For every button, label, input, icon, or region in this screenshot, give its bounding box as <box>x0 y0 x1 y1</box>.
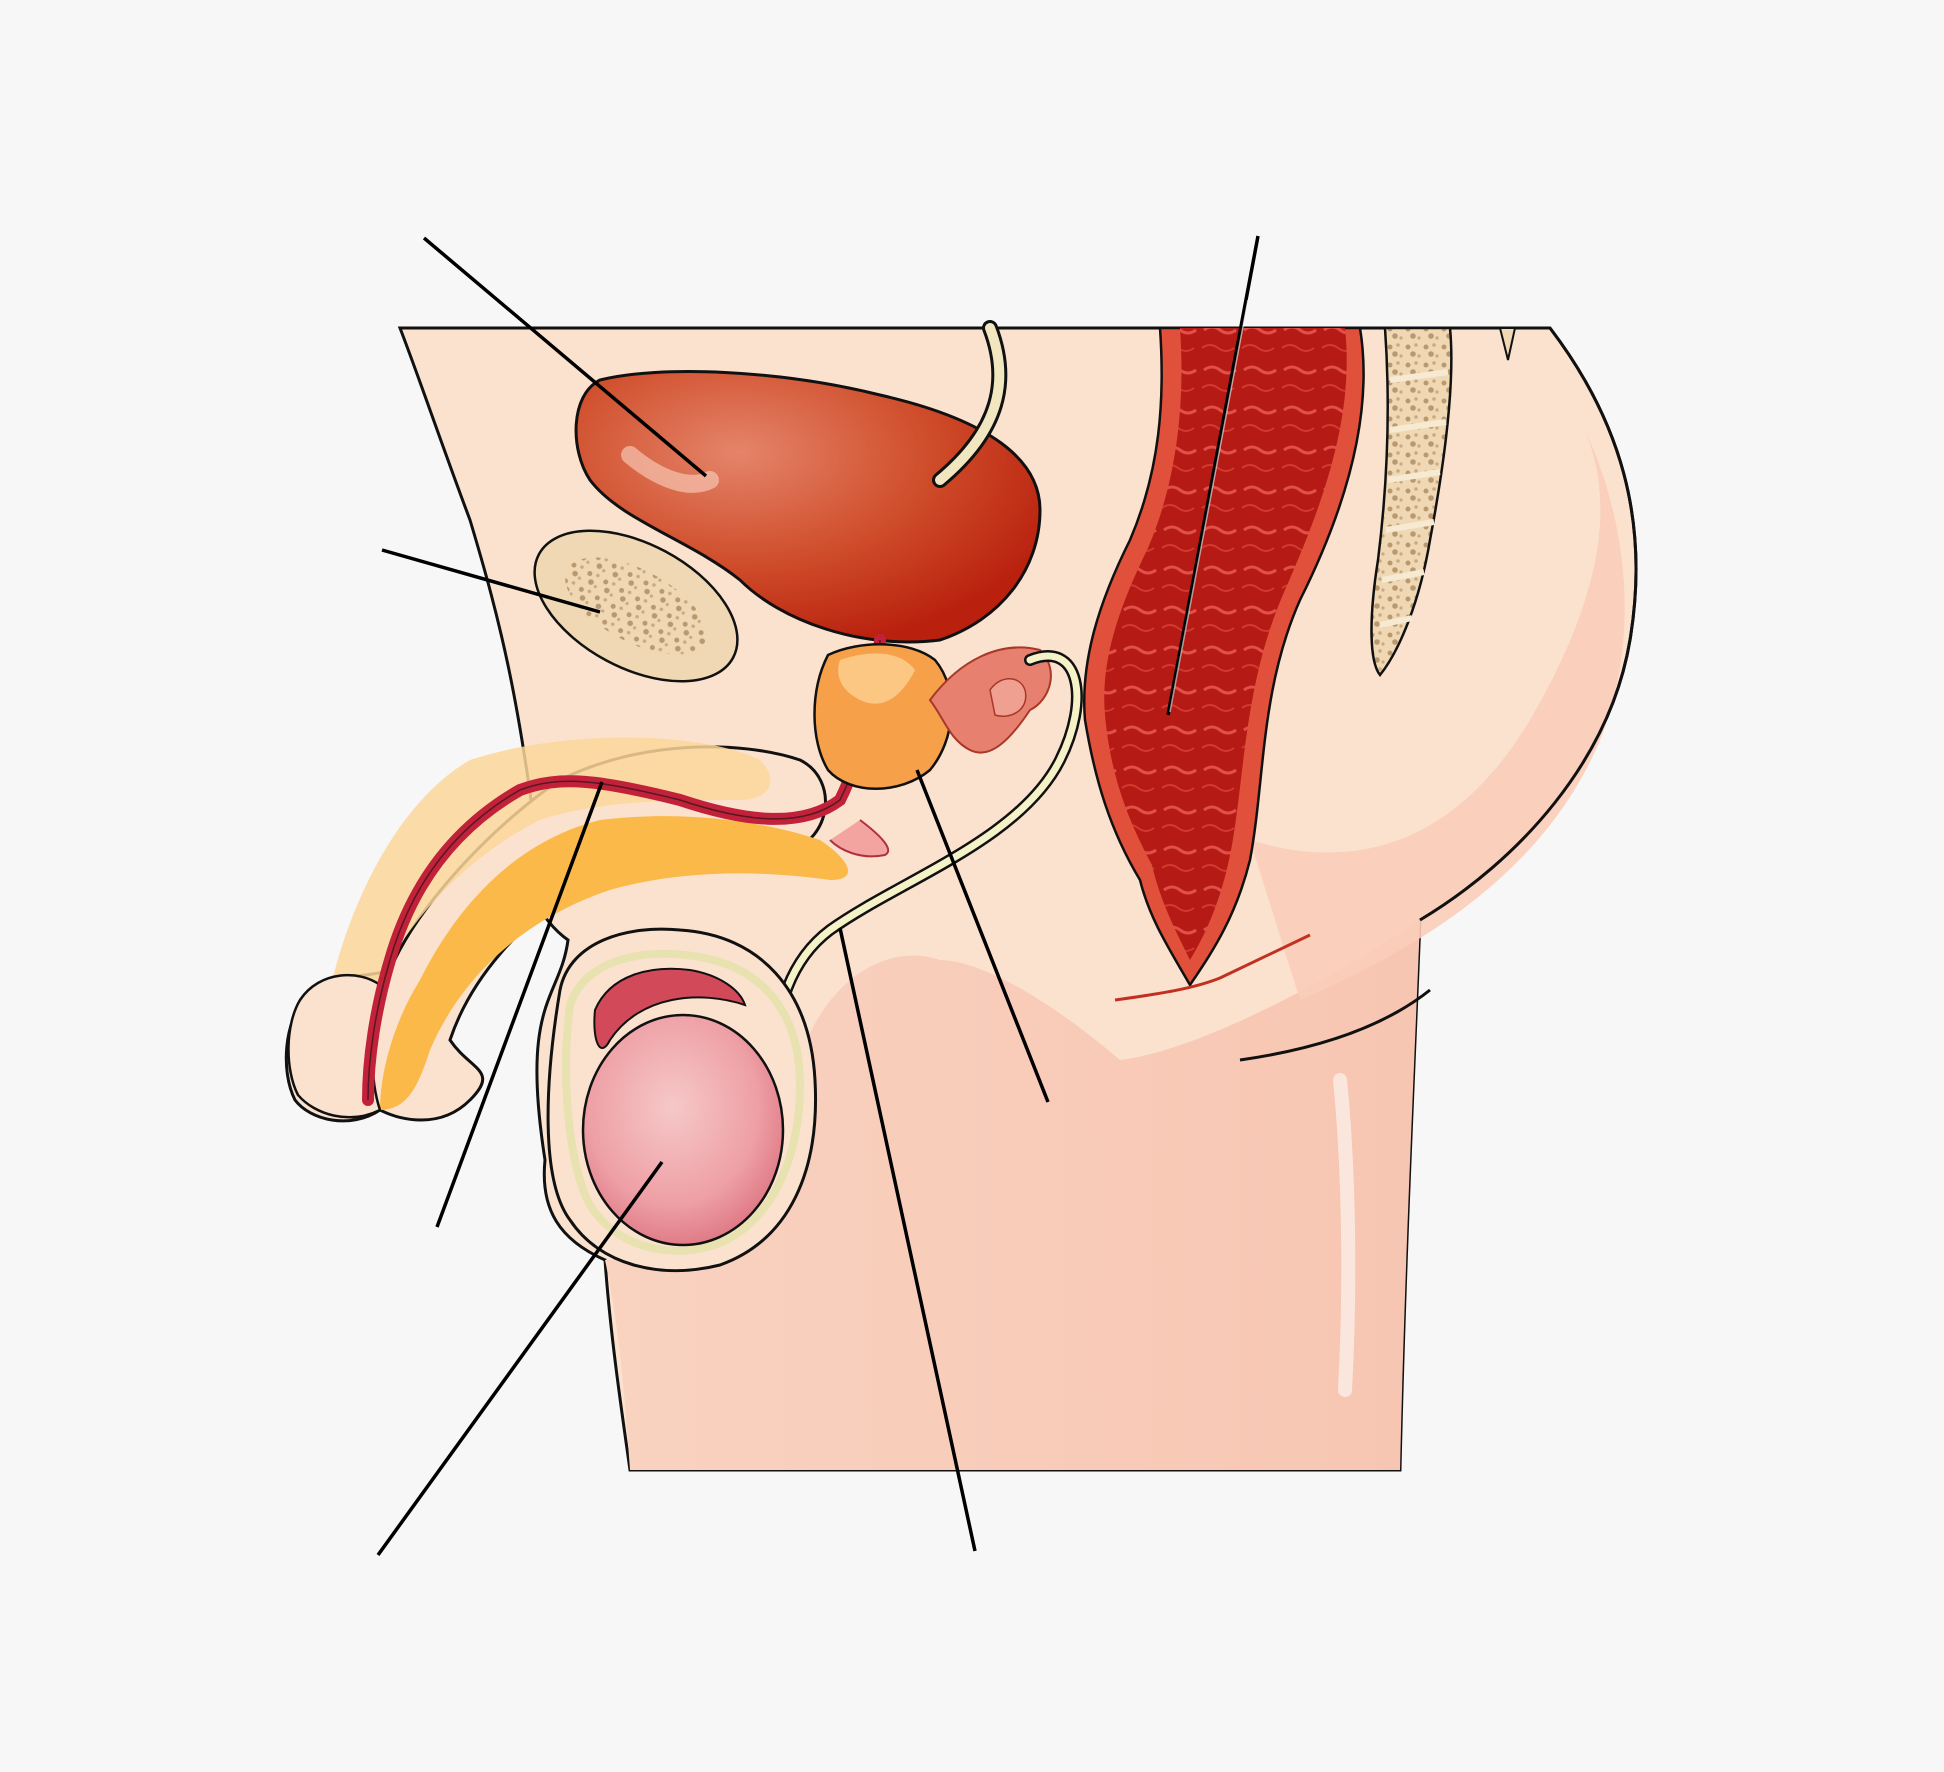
vas-deferens-line <box>838 927 977 1552</box>
spine <box>1370 326 1517 678</box>
prostate-gland <box>813 643 953 790</box>
rectum-line-white <box>1169 299 1249 713</box>
rectum <box>1083 326 1365 1002</box>
buttock-shade <box>1250 420 1625 1000</box>
epididymis <box>593 967 747 1049</box>
buttock-crease <box>1239 988 1431 1062</box>
pubic-bone-line <box>381 548 601 614</box>
seminal-vesicle <box>928 646 1052 754</box>
urethra-line <box>435 781 604 1228</box>
rectum-line <box>1166 235 1260 716</box>
bladder-line <box>422 236 708 478</box>
testis <box>581 1013 785 1247</box>
buttock-outline <box>1419 327 1638 922</box>
prostate-line <box>915 769 1050 1103</box>
penis <box>284 634 890 1123</box>
testis-line <box>376 1160 664 1557</box>
pubic-bone-spongy <box>565 557 707 655</box>
leg-highlight <box>1333 1073 1356 1397</box>
bladder-highlight <box>621 446 719 493</box>
bladder <box>574 370 1042 644</box>
